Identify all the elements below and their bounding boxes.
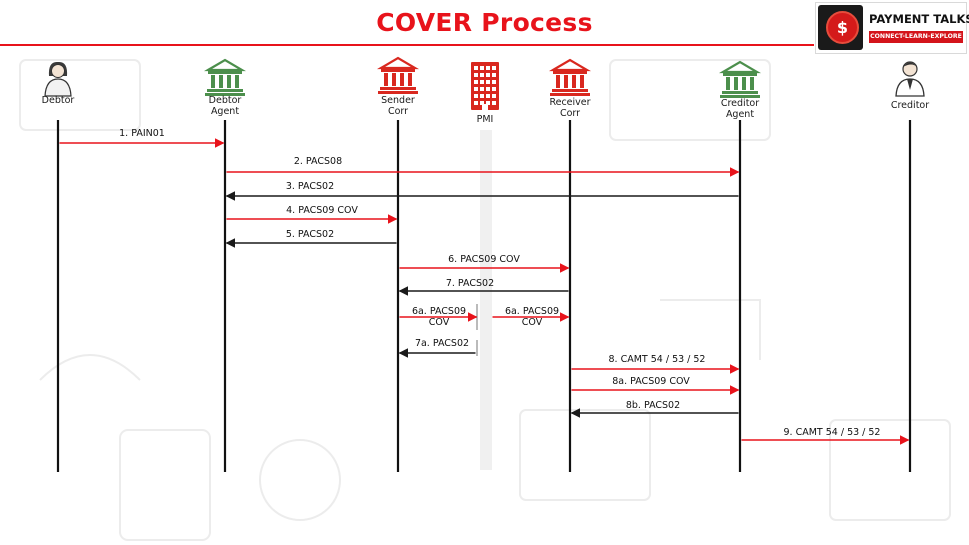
message-arrow: 4. PACS09 COV (226, 205, 398, 224)
message-label: 5. PACS02 (286, 229, 334, 240)
message-arrow: 5. PACS02 (225, 229, 397, 248)
message-label: 9. CAMT 54 / 53 / 52 (784, 427, 881, 438)
message-label: COV (522, 317, 543, 328)
building-red-icon (471, 62, 499, 110)
participant-label-receiver-corr: Receiver (549, 97, 590, 108)
bank-red-icon (548, 58, 592, 96)
participant-label-debtor: Debtor (42, 95, 75, 106)
bank-green-icon (203, 58, 247, 96)
participant-label-debtor-agent: Agent (211, 106, 239, 117)
participant-label-receiver-corr: Corr (560, 108, 580, 119)
message-label: 7. PACS02 (446, 278, 494, 289)
logo-symbol: $ (836, 18, 849, 37)
message-label: 1. PAIN01 (119, 128, 165, 139)
title-underline (0, 44, 814, 46)
page-title: COVER Process (376, 8, 593, 37)
message-label: 8b. PACS02 (626, 400, 680, 411)
message-label: 7a. PACS02 (415, 338, 469, 349)
participant-label-creditor-agent: Creditor (721, 98, 759, 109)
message-label: COV (429, 317, 450, 328)
message-arrow: 8a. PACS09 COV (571, 376, 740, 395)
message-label: 6. PACS09 COV (448, 254, 520, 265)
message-label: 6a. PACS09 (412, 306, 466, 317)
message-label: 8a. PACS09 COV (612, 376, 690, 387)
participant-label-sender-corr: Corr (388, 106, 408, 117)
bank-green-icon (718, 60, 762, 98)
participant-label-debtor-agent: Debtor (209, 95, 242, 106)
message-arrow: 7. PACS02 (398, 278, 569, 296)
message-label: 4. PACS09 COV (286, 205, 358, 216)
message-arrow: 8b. PACS02 (570, 400, 739, 418)
message-arrow: 9. CAMT 54 / 53 / 52 (741, 427, 910, 445)
message-arrow: 3. PACS02 (225, 181, 739, 201)
person-male-icon (895, 61, 925, 97)
payment-talks-logo: $ PAYMENT TALKS CONNECT-LEARN-EXPLORE (815, 2, 969, 54)
message-label: 2. PACS08 (294, 156, 342, 167)
participant-label-creditor: Creditor (891, 100, 929, 111)
message-arrow: 8. CAMT 54 / 53 / 52 (571, 354, 740, 374)
participant-label-pmi: PMI (477, 114, 494, 125)
message-label: 6a. PACS09 (505, 306, 559, 317)
logo-brand-name: PAYMENT TALKS (869, 12, 969, 26)
person-female-icon (44, 61, 72, 97)
logo-emblem: $ (818, 5, 863, 50)
participant-label-sender-corr: Sender (381, 95, 415, 106)
bank-red-icon (376, 56, 420, 94)
message-arrow: 1. PAIN01 (59, 128, 225, 148)
dollar-icon: $ (826, 11, 859, 44)
message-arrow: 7a. PACS02 (398, 338, 476, 358)
logo-tagline: CONNECT-LEARN-EXPLORE (869, 31, 963, 43)
message-label: 3. PACS02 (286, 181, 334, 192)
message-arrow: 2. PACS08 (226, 156, 740, 177)
participant-label-creditor-agent: Agent (726, 109, 754, 120)
message-arrow: 6. PACS09 COV (399, 254, 570, 273)
message-label: 8. CAMT 54 / 53 / 52 (609, 354, 706, 365)
